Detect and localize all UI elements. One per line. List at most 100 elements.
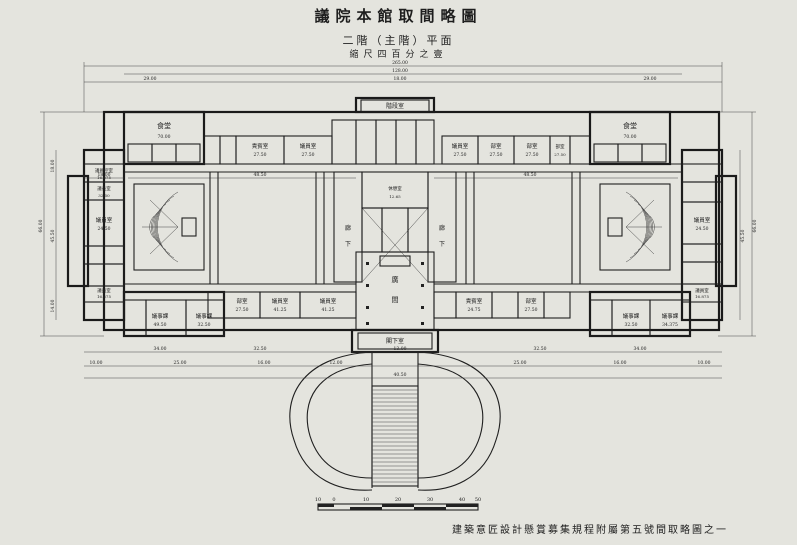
- corridor-label: 下: [345, 241, 351, 248]
- room-label: 部室: [525, 297, 537, 305]
- entrance-porch: [350, 328, 440, 488]
- room-area: 27.50: [526, 152, 539, 158]
- room-label: 議員室: [452, 142, 469, 150]
- room-label: 議事課: [196, 312, 213, 320]
- room-area: 24.50: [696, 226, 709, 232]
- room-area: 24.75: [468, 307, 481, 313]
- dimension-value: 265.00: [392, 60, 408, 66]
- room-area: 27.50: [254, 152, 267, 158]
- room-area: 70.00: [158, 134, 171, 140]
- dimension-value: 32.50: [254, 346, 267, 352]
- room-label: 貴賓室: [252, 142, 269, 150]
- scale-ticks: 10 0 10 20 30 40 50: [315, 497, 481, 503]
- dimension-value: 29.00: [144, 76, 157, 82]
- room-label: 議員室: [695, 287, 709, 294]
- left-side-rooms: [83, 163, 723, 303]
- dimension-value: 45.50: [50, 229, 56, 242]
- room-label: 議員室: [694, 216, 711, 224]
- dimension-value: 10.00: [698, 360, 711, 366]
- scale-tick: 30: [427, 497, 433, 503]
- room-label: 食堂: [623, 121, 637, 130]
- dimension-value: 40.50: [394, 372, 407, 378]
- hall-columns: [366, 262, 424, 325]
- scale-tick: 40: [459, 497, 465, 503]
- dimension-value: 128.00: [392, 68, 408, 74]
- corridors: [124, 163, 682, 293]
- room-label: 階段室: [386, 102, 404, 110]
- corridor-label: 廊: [345, 224, 351, 232]
- top-row-rooms: [127, 119, 667, 165]
- scale-tick: 20: [395, 497, 401, 503]
- dimension-value: 34.00: [154, 346, 167, 352]
- room-label: 議事課: [662, 312, 679, 320]
- dimension-value: 25.00: [514, 360, 527, 366]
- room-label: 議員控室: [95, 167, 113, 174]
- hall-label-top: 廣: [392, 275, 399, 284]
- entrance-steps: [371, 385, 419, 487]
- room-area: 27.50: [525, 307, 538, 313]
- dimension-value: 25.00: [174, 360, 187, 366]
- room-label: 部室: [236, 297, 248, 305]
- room-area: 41.25: [274, 307, 287, 313]
- left-chamber: [133, 183, 205, 271]
- room-label: 議員室: [320, 297, 337, 305]
- room-label: 休憩室: [388, 185, 402, 192]
- central-core: [333, 171, 457, 331]
- corridor-label: 廊: [439, 224, 445, 232]
- dimension-value: 18.00: [50, 159, 56, 172]
- room-labels: 食堂 70.00 食堂 70.00 貴賓室 27.50 議員室 27.50 議員…: [95, 102, 711, 345]
- dimension-value: 18.00: [98, 172, 111, 178]
- dimension-value: 13.00: [394, 346, 407, 352]
- room-label: 議事課: [152, 312, 169, 320]
- room-area: 27.50: [454, 152, 467, 158]
- scale-tick: 50: [475, 497, 481, 503]
- room-label: 貴賓室: [466, 297, 483, 305]
- room-area: 34.375: [662, 322, 678, 328]
- floor-label: 二階（主階）平面: [342, 34, 455, 47]
- room-area: 70.00: [624, 134, 637, 140]
- dimension-value: 18.00: [394, 76, 407, 82]
- room-area: 27.50: [490, 152, 503, 158]
- dimension-value: 10.00: [90, 360, 103, 366]
- room-area: 41.25: [322, 307, 335, 313]
- room-area: 49.50: [154, 322, 167, 328]
- dimension-value: 66.00: [38, 219, 44, 232]
- drawing-title: 議院本館取間略圖: [314, 7, 483, 25]
- corridor-label: 下: [439, 241, 445, 248]
- room-area: 16.875: [695, 294, 709, 299]
- hall-label-bottom: 間: [392, 296, 399, 304]
- dimension-value: 29.00: [644, 76, 657, 82]
- room-label: 議事課: [623, 312, 640, 320]
- room-label: 閣下室: [386, 337, 404, 345]
- room-label: 部室: [490, 142, 502, 150]
- dimension-value: 66.00: [752, 219, 758, 232]
- room-area: 32.50: [198, 322, 211, 328]
- dimension-value: 34.00: [634, 346, 647, 352]
- scale-tick: 10: [363, 497, 369, 503]
- right-chamber: [599, 183, 671, 271]
- dimension-value: 12.00: [330, 360, 343, 366]
- room-label: 議長室: [97, 185, 111, 192]
- room-label: 部室: [556, 143, 565, 150]
- scale-bar: [317, 503, 479, 511]
- room-area: 27.50: [554, 152, 566, 157]
- room-label: 部室: [526, 142, 538, 150]
- dimension-value: 45.50: [740, 229, 746, 242]
- room-label: 食堂: [157, 121, 171, 130]
- dimension-value: 14.00: [50, 299, 56, 312]
- room-area: 32.50: [98, 193, 110, 198]
- room-area: 24.50: [98, 226, 111, 232]
- carriage-drive: [289, 351, 501, 491]
- dimension-lines: [40, 62, 756, 379]
- dimension-value: 16.00: [258, 360, 271, 366]
- room-label: 議員室: [96, 216, 113, 224]
- scale-label: 縮尺四百分之壹: [349, 50, 448, 60]
- room-label: 議員室: [300, 142, 317, 150]
- dimension-texts: 265.00 128.00 18.00 29.00 29.00 48.50 48…: [38, 60, 758, 378]
- room-area: 27.50: [302, 152, 315, 158]
- room-area: 27.50: [236, 307, 249, 313]
- scale-tick: 0: [332, 497, 335, 503]
- dimension-value: 48.50: [254, 172, 267, 178]
